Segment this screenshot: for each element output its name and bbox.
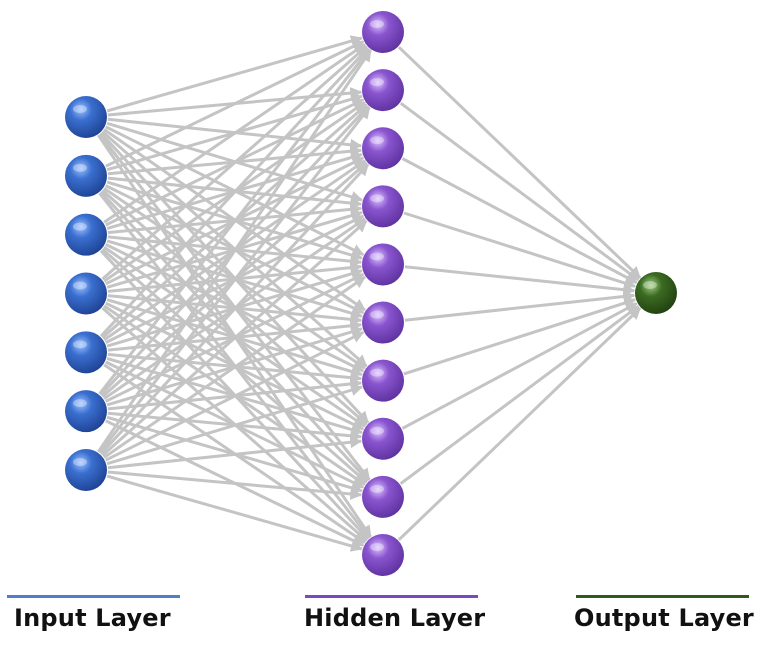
input-layer-label: Input Layer [14, 604, 171, 632]
input-node-1-highlight [73, 105, 87, 113]
input-node-2-highlight [73, 163, 87, 172]
edge-input-6-to-hidden-1 [98, 106, 371, 454]
input-node-4 [65, 272, 107, 315]
hidden-node-1-highlight [370, 20, 384, 28]
input-node-2 [65, 154, 107, 197]
edge-input-4-to-hidden-0 [99, 47, 370, 338]
hidden-node-1 [362, 11, 404, 53]
input-node-4-highlight [73, 281, 87, 290]
output-node-1-highlight [643, 281, 657, 289]
edge-hidden-1-to-output-0 [399, 101, 640, 282]
edge-input-6-to-hidden-3 [101, 219, 368, 457]
hidden-node-7 [362, 359, 404, 402]
hidden-node-4 [362, 185, 404, 228]
edge-hidden-9-to-output-0 [397, 307, 642, 541]
hidden-node-8 [362, 417, 404, 460]
edge-hidden-0-to-output-0 [397, 46, 642, 279]
input-node-3-highlight [73, 222, 87, 231]
legend-hidden-layer: Hidden Layer [304, 595, 485, 645]
edge-hidden-7-to-output-0 [401, 302, 638, 430]
edge-input-6-to-hidden-5 [105, 330, 365, 462]
hidden-node-8-highlight [370, 426, 384, 435]
input-node-3 [65, 213, 107, 256]
edge-input-0-to-hidden-0 [106, 35, 363, 113]
edge-input-3-to-hidden-0 [101, 45, 368, 281]
edge-input-1-to-hidden-0 [105, 40, 365, 168]
hidden-node-4-highlight [370, 194, 384, 203]
connections [97, 35, 642, 552]
edge-hidden-2-to-output-0 [401, 157, 638, 285]
edge-input-6-to-hidden-2 [99, 163, 370, 455]
edge-input-6-to-hidden-6 [106, 384, 364, 466]
hidden-node-9 [362, 475, 404, 518]
nodes [65, 11, 677, 576]
legend-output-layer: Output Layer [574, 595, 754, 645]
input-node-5-highlight [73, 340, 87, 349]
legend-input-layer: Input Layer [7, 595, 180, 645]
hidden-node-5-highlight [370, 252, 384, 261]
hidden-layer-label: Hidden Layer [304, 604, 486, 632]
edge-input-6-to-hidden-0 [97, 49, 372, 453]
hidden-node-3-highlight [370, 136, 384, 145]
edge-hidden-6-to-output-0 [403, 297, 637, 376]
hidden-layer-line [305, 595, 478, 598]
output-node-1 [635, 272, 677, 314]
input-node-6-highlight [73, 399, 87, 408]
hidden-node-7-highlight [370, 368, 384, 377]
edge-input-5-to-hidden-0 [98, 48, 371, 395]
edge-hidden-4-to-output-0 [404, 265, 636, 296]
edge-input-6-to-hidden-4 [103, 275, 366, 459]
hidden-node-3 [362, 127, 404, 170]
hidden-node-5 [362, 243, 404, 286]
edge-input-6-to-hidden-8 [107, 470, 363, 500]
hidden-node-10-highlight [370, 543, 384, 551]
hidden-node-2-highlight [370, 78, 384, 87]
edge-hidden-8-to-output-0 [399, 304, 640, 485]
edge-input-2-to-hidden-0 [103, 43, 366, 224]
hidden-node-6 [362, 301, 404, 344]
hidden-node-6-highlight [370, 310, 384, 319]
input-node-6 [65, 390, 107, 433]
input-node-5 [65, 331, 107, 374]
edge-input-6-to-hidden-7 [107, 436, 363, 470]
input-layer-line [7, 595, 180, 598]
edge-hidden-3-to-output-0 [403, 211, 637, 289]
hidden-node-2 [362, 69, 404, 112]
hidden-node-10 [362, 534, 404, 576]
edge-input-6-to-hidden-9 [106, 474, 363, 552]
input-node-7 [65, 449, 107, 491]
edge-hidden-5-to-output-0 [404, 290, 636, 322]
output-layer-label: Output Layer [574, 604, 754, 632]
output-layer-line [576, 595, 749, 598]
input-node-7-highlight [73, 458, 87, 466]
hidden-node-9-highlight [370, 484, 384, 493]
input-node-1 [65, 96, 107, 138]
